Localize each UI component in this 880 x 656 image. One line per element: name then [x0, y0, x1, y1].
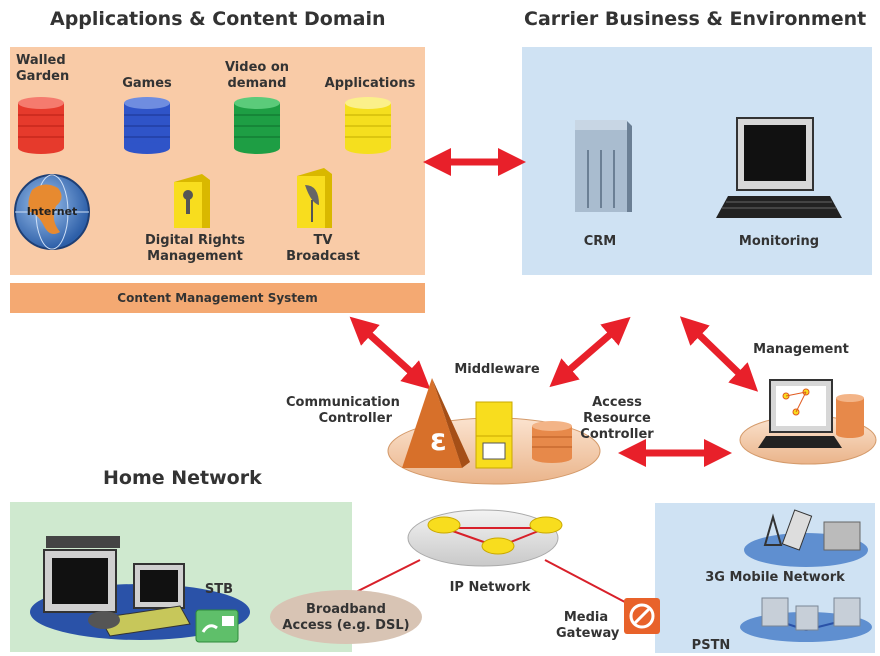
- tv-broadcast-label: TV Broadcast: [286, 233, 360, 264]
- internet-globe-icon: [14, 174, 90, 250]
- svg-text:ε: ε: [430, 423, 447, 458]
- monitoring-computer-icon: [716, 117, 842, 218]
- video-on-demand-db-icon: [234, 97, 280, 154]
- access-resource-controller-label: Access Resource Controller: [580, 395, 654, 442]
- ip-network-icon: [407, 509, 563, 567]
- carrier-business-title: Carrier Business & Environment: [524, 8, 867, 30]
- cms-bar: [10, 283, 425, 313]
- pstn-label: PSTN: [691, 638, 731, 653]
- mobile-network-icon: [744, 509, 868, 567]
- cms-label: Content Management System: [117, 291, 318, 305]
- applications-label: Applications: [324, 76, 416, 91]
- walled-garden-label: Walled Garden: [16, 53, 70, 84]
- home-devices-icon: [30, 536, 250, 640]
- tv-broadcast-dish-icon: [297, 168, 332, 228]
- applications-db-icon: [345, 97, 391, 154]
- management-workstation-icon: [739, 379, 877, 465]
- games-db-icon: [124, 97, 170, 154]
- applications-domain-title: Applications & Content Domain: [50, 8, 386, 30]
- internet-label: Internet: [26, 205, 78, 218]
- drm-label: Digital Rights Management: [145, 233, 245, 264]
- home-network-title: Home Network: [103, 467, 262, 489]
- management-label: Management: [753, 342, 849, 357]
- video-on-demand-label: Video on demand: [224, 60, 290, 91]
- arrows: [349, 148, 759, 467]
- communication-controller-label: Communication Controller: [286, 395, 400, 426]
- ip-network-label: IP Network: [449, 580, 531, 595]
- broadband-access-ellipse: [270, 590, 422, 644]
- monitoring-label: Monitoring: [738, 234, 820, 249]
- crm-label: CRM: [583, 234, 617, 249]
- media-gateway-label: Media Gateway: [556, 610, 620, 641]
- mobile-network-label: 3G Mobile Network: [705, 570, 845, 585]
- media-gateway-icon: [624, 598, 660, 634]
- middleware-platform-icon: ε: [387, 378, 601, 485]
- walled-garden-db-icon: [18, 97, 64, 154]
- pstn-icon: [740, 597, 872, 642]
- broadband-access-label: Broadband Access (e.g. DSL): [282, 602, 410, 633]
- middleware-label: Middleware: [454, 362, 540, 377]
- games-label: Games: [122, 76, 172, 91]
- drm-key-icon: [174, 174, 210, 228]
- stb-label: STB: [204, 582, 234, 597]
- crm-server-icon: [575, 120, 632, 212]
- stb-icon: [195, 609, 239, 643]
